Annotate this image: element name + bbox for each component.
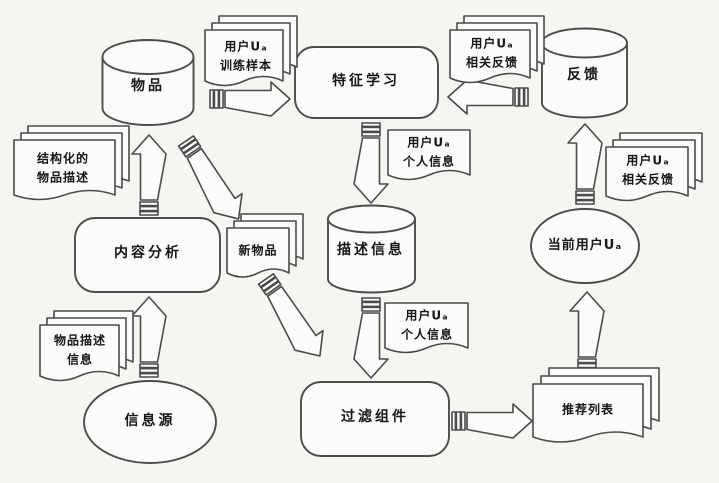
related-feedback-top-label: 用户Uₐ 相关反馈 <box>465 36 519 69</box>
arrow-new-items-to-filter-component <box>251 268 335 367</box>
doc-recommend-list <box>532 367 660 443</box>
structured-item-desc-label: 结构化的 物品描述 <box>36 151 90 184</box>
info-source-label: 信息源 <box>124 413 176 430</box>
content-analysis-label: 内容分析 <box>114 245 182 262</box>
doc-new-items <box>226 213 304 278</box>
feature-learning-box <box>294 46 439 119</box>
info-source-ellipse <box>83 380 217 464</box>
arrow-content-analysis-to-items <box>131 134 167 216</box>
items-db-cylinder <box>101 39 195 126</box>
description-db-label: 描述信息 <box>337 242 405 259</box>
recommend-list-label: 推荐列表 <box>561 402 615 417</box>
arrow-feedback-to-feature-learning <box>447 79 529 115</box>
arrow-filter-component-to-recommend-list <box>451 403 533 439</box>
doc-personal-info-upper <box>387 129 471 181</box>
arrow-description-db-to-filter-component <box>353 297 389 379</box>
items-db-label: 物品 <box>131 78 165 95</box>
doc-structured-item-desc <box>13 125 130 201</box>
filter-component-label: 过滤组件 <box>341 409 409 426</box>
current-user-label: 当前用户Uₐ <box>547 237 623 253</box>
arrow-feature-learning-to-description-db <box>353 122 389 204</box>
doc-related-feedback-top <box>449 15 545 84</box>
related-feedback-right-label: 用户Uₐ 相关反馈 <box>621 153 675 186</box>
filter-component-box <box>300 381 450 457</box>
doc-training-samples <box>204 15 298 87</box>
doc-related-feedback-right <box>605 132 703 202</box>
personal-info-lower-label: 用户Uₐ 个人信息 <box>400 308 454 341</box>
arrow-recommend-list-to-current-user <box>569 291 605 373</box>
doc-personal-info-lower <box>384 302 469 354</box>
item-desc-info-label: 物品描述 信息 <box>53 333 107 366</box>
content-analysis-box <box>74 217 221 293</box>
personal-info-upper-label: 用户Uₐ 个人信息 <box>402 135 456 168</box>
feedback-db-cylinder <box>541 27 628 119</box>
arrow-info-source-to-content-analysis <box>131 296 167 378</box>
new-items-label: 新物品 <box>238 243 278 258</box>
feature-learning-label: 特征学习 <box>332 73 400 90</box>
arrow-current-user-to-feedback <box>567 123 603 205</box>
description-db-cylinder <box>327 204 416 294</box>
feedback-db-label: 反馈 <box>567 67 601 84</box>
doc-item-desc-info <box>39 310 134 382</box>
training-samples-label: 用户Uₐ 训练样本 <box>219 39 273 72</box>
current-user-ellipse <box>530 208 640 284</box>
arrow-items-to-feature-learning <box>209 81 291 117</box>
